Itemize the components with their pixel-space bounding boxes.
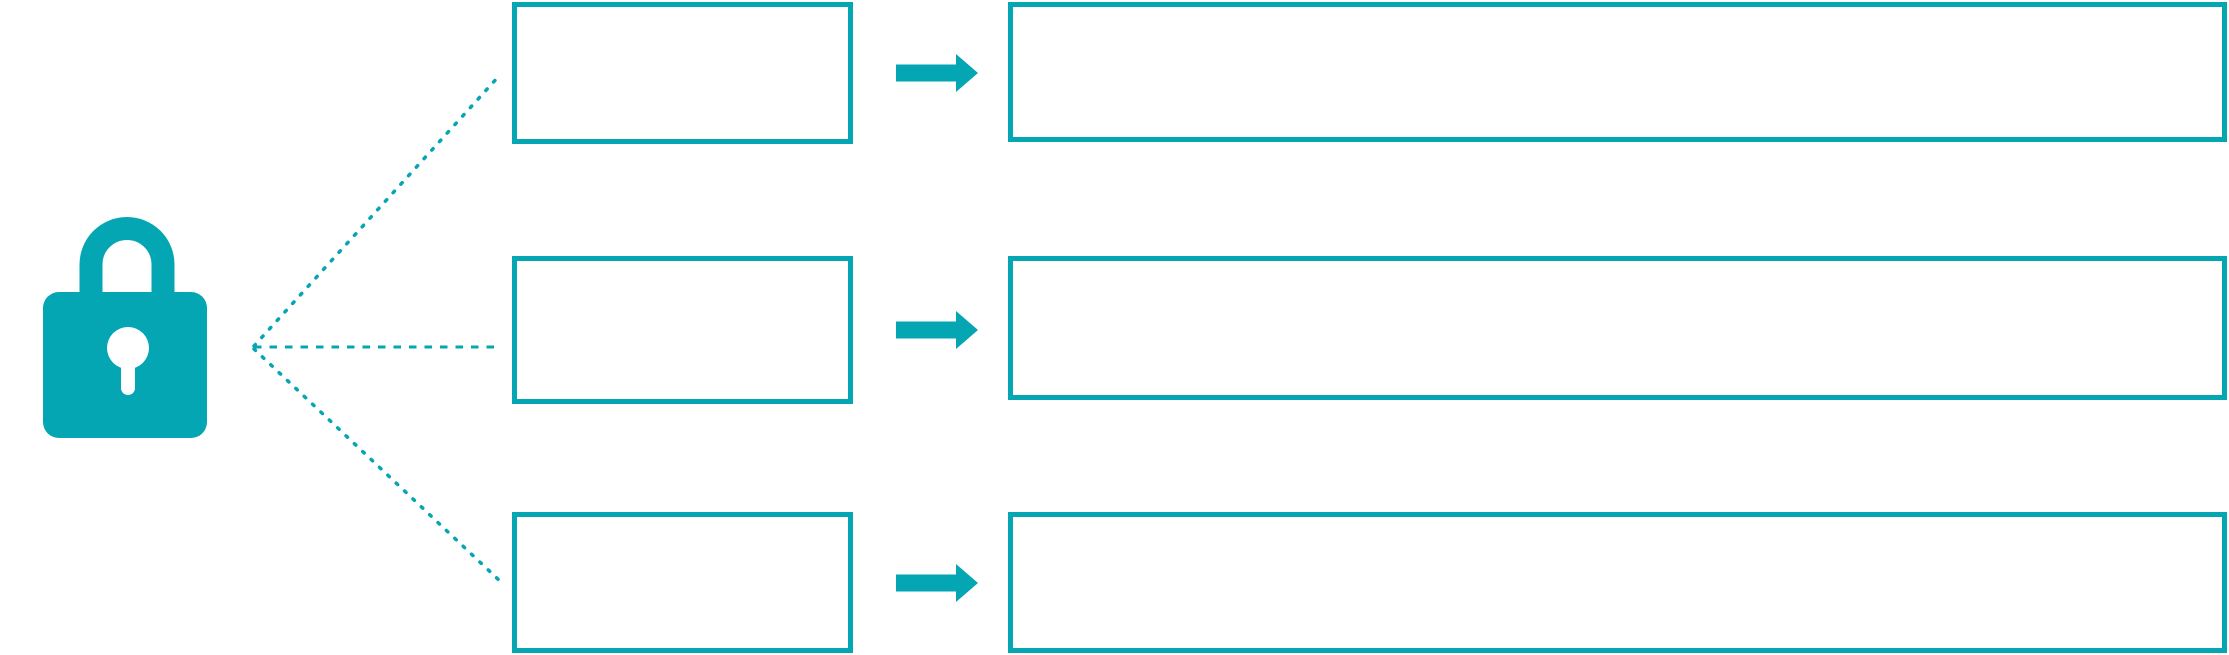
lock-icon: [43, 217, 207, 438]
right-arrow-icon: [896, 311, 978, 349]
lock-keyhole-stem: [121, 348, 135, 395]
source-box-2: [512, 256, 853, 404]
target-box-1: [1008, 2, 2227, 142]
dotted-connector-bottom: [252, 347, 503, 584]
source-box-3: [512, 512, 853, 653]
dotted-connector-top: [252, 74, 501, 348]
right-arrow-icon: [896, 54, 978, 92]
source-box-1: [512, 2, 853, 144]
right-arrow-icon: [896, 564, 978, 602]
target-box-2: [1008, 256, 2227, 400]
lock-shackle: [79, 217, 175, 310]
target-box-3: [1008, 512, 2227, 653]
